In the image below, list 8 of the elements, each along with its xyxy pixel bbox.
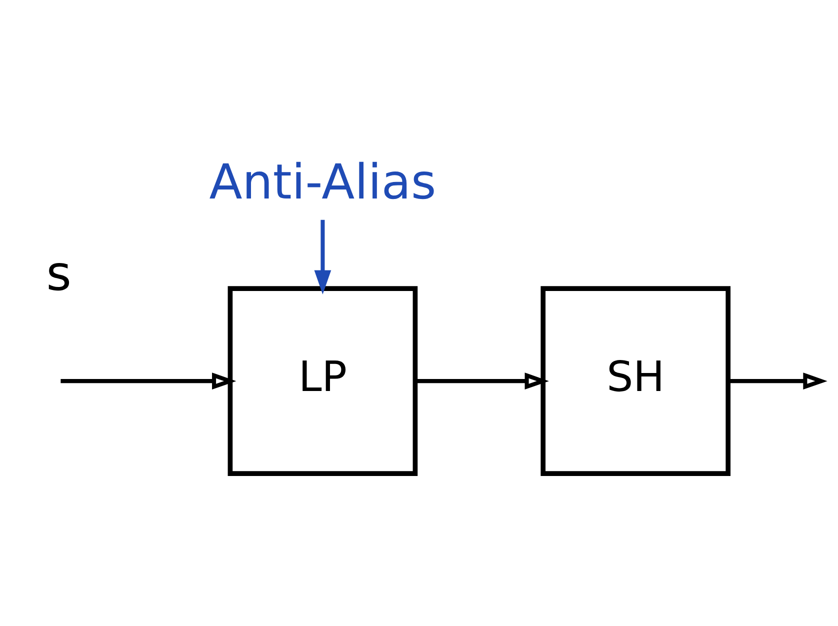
arrow [728, 372, 828, 390]
arrow [314, 219, 332, 294]
node-text: Anti-Alias [209, 154, 436, 210]
node-box: LP [228, 286, 418, 476]
arrow [416, 372, 549, 390]
label: s [46, 246, 72, 302]
node-box: SH [540, 286, 730, 476]
arrow [60, 372, 236, 390]
